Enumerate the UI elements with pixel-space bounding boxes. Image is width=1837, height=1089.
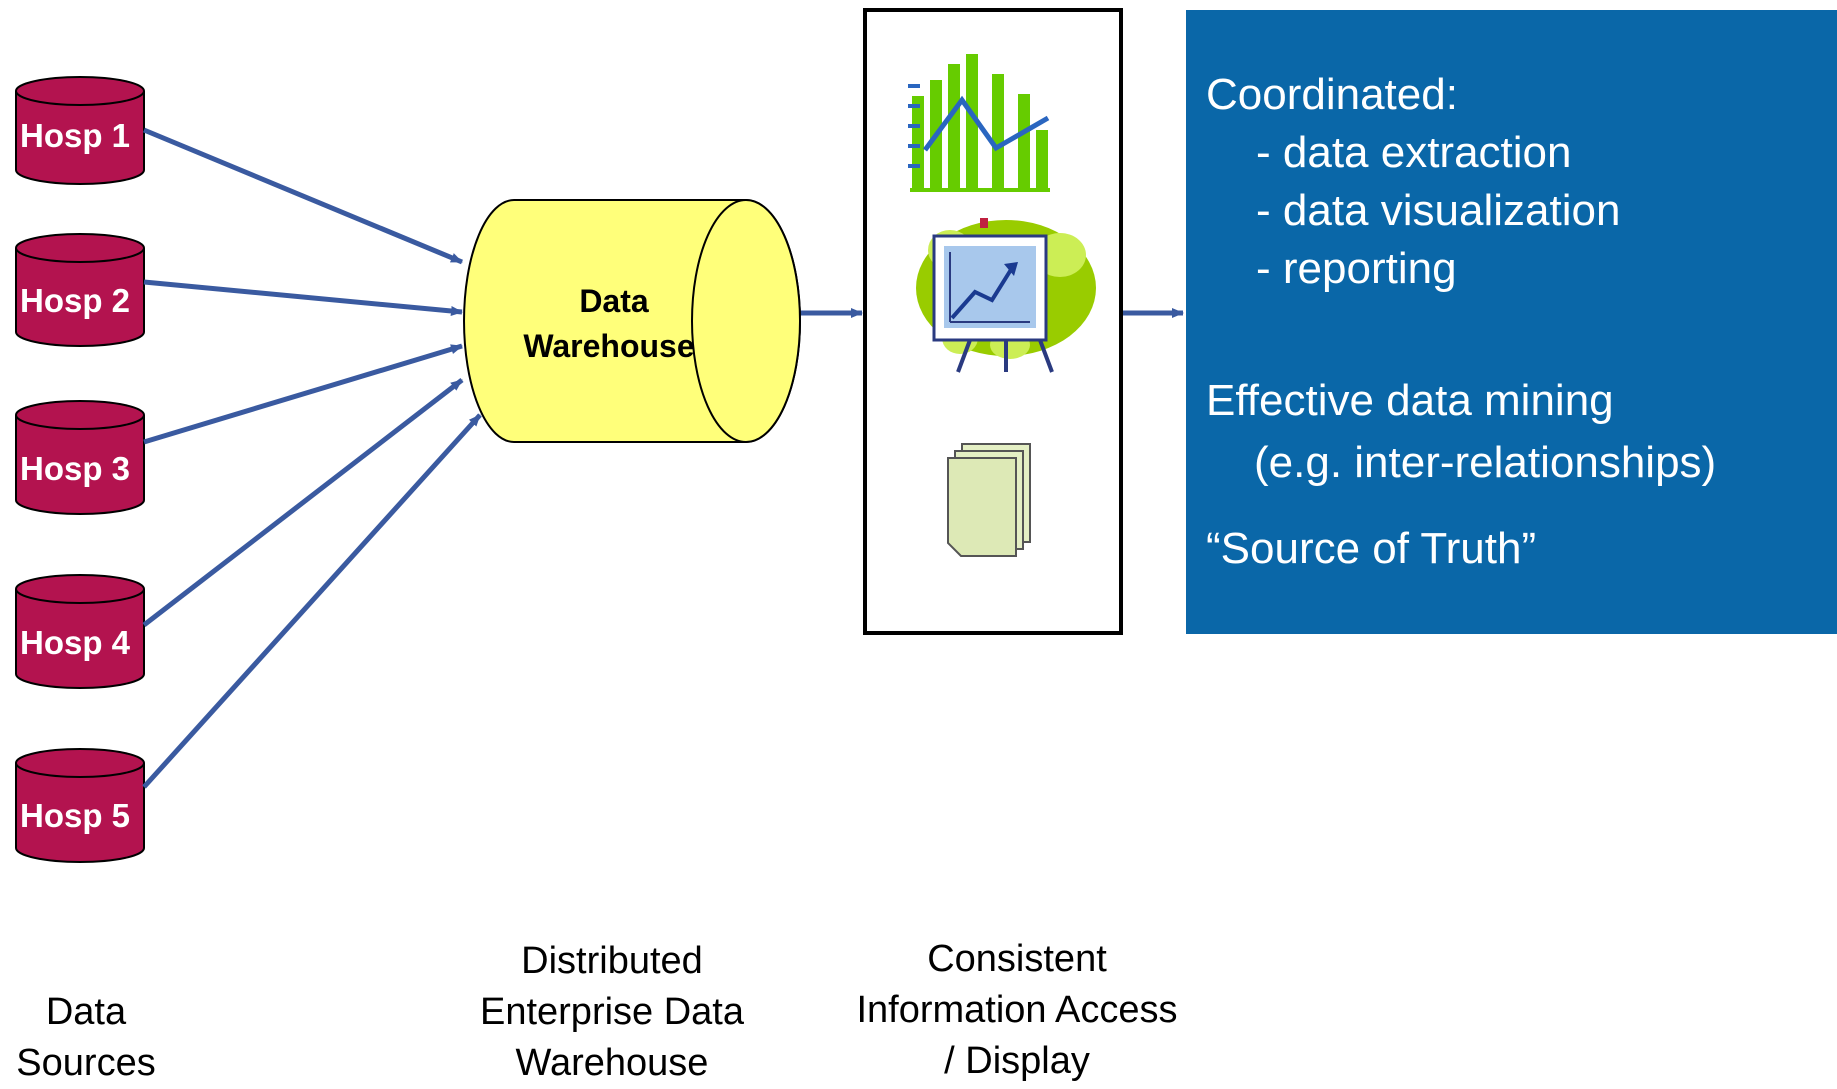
source-label: Hosp 3	[20, 450, 130, 487]
source-cylinder-1: Hosp 1	[15, 76, 145, 185]
flow-arrow	[143, 279, 463, 316]
flow-arrow	[143, 343, 463, 445]
benefits-panel: Coordinated: - data extraction - data vi…	[1186, 10, 1837, 634]
benefit-item: - data extraction	[1256, 128, 1572, 177]
caption-line: Data	[45, 991, 127, 1033]
flow-arrow	[142, 378, 464, 627]
caption-distributed-warehouse: Distributed Enterprise Data Warehouse	[452, 936, 772, 1089]
caption-data-sources: Data Sources	[0, 987, 172, 1089]
benefit-item: - data visualization	[1256, 186, 1621, 235]
documents-stack-icon	[947, 443, 1031, 557]
source-label: Hosp 4	[20, 624, 131, 661]
caption-line: Information Access	[856, 989, 1178, 1031]
source-label: Hosp 2	[20, 282, 130, 319]
bar-chart-icon	[908, 54, 1050, 192]
benefit-item: - reporting	[1256, 244, 1457, 293]
caption-line: Distributed	[521, 940, 703, 982]
flow-arrow	[143, 127, 463, 265]
source-cylinder-5: Hosp 5	[15, 748, 145, 863]
caption-information-access: Consistent Information Access / Display	[812, 934, 1222, 1087]
warehouse-label-line2: Warehouse	[523, 328, 694, 364]
coordinated-heading: Coordinated:	[1206, 70, 1458, 119]
source-label: Hosp 1	[20, 117, 130, 154]
flow-arrow	[142, 413, 482, 789]
caption-line: / Display	[944, 1040, 1090, 1082]
source-label: Hosp 5	[20, 797, 130, 834]
caption-line: Warehouse	[515, 1042, 709, 1084]
source-of-truth-text: “Source of Truth”	[1206, 524, 1537, 573]
presentation-easel-icon	[916, 218, 1096, 373]
caption-line: Sources	[16, 1042, 156, 1084]
data-mining-text: Effective data mining	[1206, 376, 1614, 425]
data-mining-note: (e.g. inter-relationships)	[1254, 438, 1717, 487]
caption-line: Enterprise Data	[479, 991, 744, 1033]
source-cylinder-4: Hosp 4	[15, 574, 145, 689]
caption-line: Consistent	[927, 938, 1107, 980]
data-warehouse-cylinder: Data Warehouse	[463, 199, 801, 443]
source-cylinder-3: Hosp 3	[15, 400, 145, 515]
source-cylinder-2: Hosp 2	[15, 233, 145, 347]
warehouse-label-line1: Data	[579, 283, 649, 319]
